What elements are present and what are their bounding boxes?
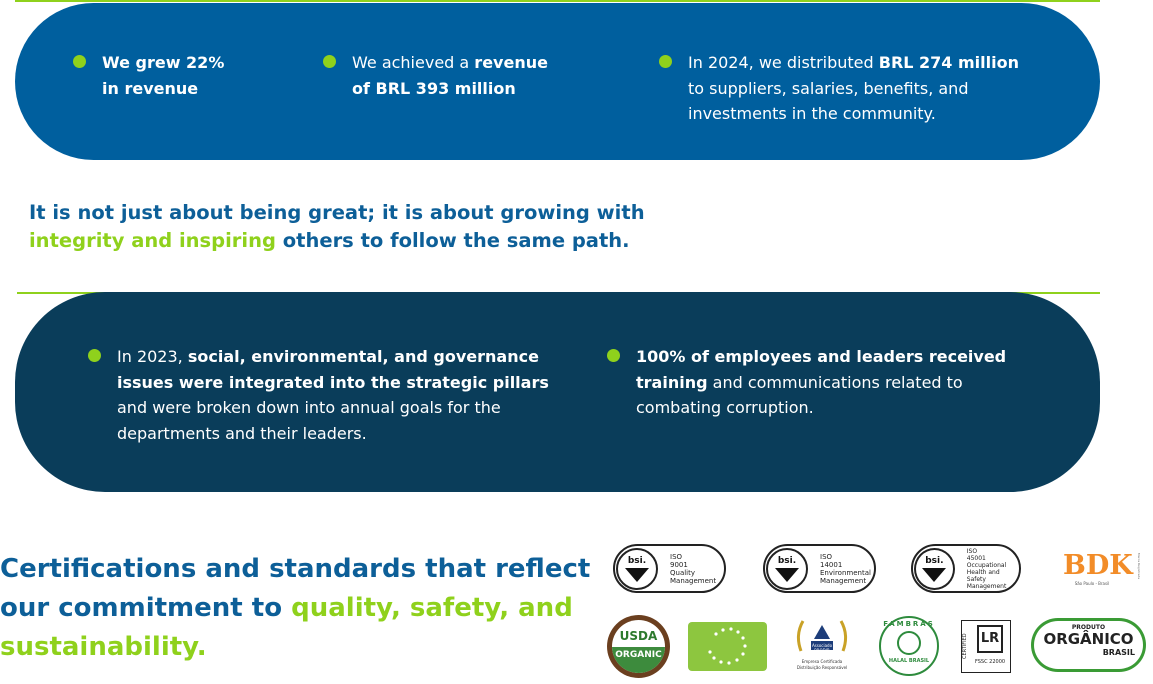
usda-organic-logo: USDA ORGANIC <box>607 615 670 678</box>
certifications-heading: Certifications and standards that reflec… <box>0 554 591 662</box>
revenue-growth-item: We grew 22% in revenue <box>102 53 225 98</box>
esg-integration-item: In 2023, social, environmental, and gove… <box>117 347 549 443</box>
revenue-total-item: We achieved a revenue of BRL 393 million <box>352 53 548 98</box>
fambras-halal-logo: FAMBRAS HALAL BRASIL <box>879 616 939 676</box>
top-divider-line <box>15 0 1100 2</box>
bullet-dot <box>88 349 101 362</box>
bullet-dot <box>659 55 672 68</box>
abras-prodir-logo: Associado PRODIR Empresa Certificada Dis… <box>791 617 853 675</box>
revenue-highlights-band <box>15 3 1100 160</box>
bullet-dot <box>73 55 86 68</box>
anticorruption-training-item: 100% of employees and leaders received t… <box>636 347 1007 417</box>
bsi-kitemark-icon: bsi. <box>616 547 658 590</box>
distribution-item: In 2024, we distributed BRL 274 million … <box>688 53 1019 123</box>
bdk-logo: BDK São Paulo - Brasil Marca Registrada <box>1063 550 1141 587</box>
bsi-kitemark-icon: bsi. <box>766 547 808 590</box>
eu-organic-leaf-logo <box>688 622 767 671</box>
bsi-kitemark-icon: bsi. <box>914 547 955 590</box>
bsi-iso-14001-logo: bsi. ISO 14001 Environmental Management <box>763 544 876 593</box>
bsi-iso-45001-logo: bsi. ISO 45001 Occupational Health and S… <box>911 544 1021 593</box>
integrity-quote: It is not just about being great; it is … <box>29 201 645 252</box>
bullet-dot <box>323 55 336 68</box>
lr-fssc-22000-logo: CERTIFIED LR FSSC 22000 <box>961 620 1011 673</box>
organico-brasil-logo: PRODUTO ORGÂNICO BRASIL <box>1031 618 1146 672</box>
bsi-iso-9001-logo: bsi. ISO 9001 Quality Management <box>613 544 726 593</box>
governance-band <box>15 292 1100 492</box>
bullet-dot <box>607 349 620 362</box>
